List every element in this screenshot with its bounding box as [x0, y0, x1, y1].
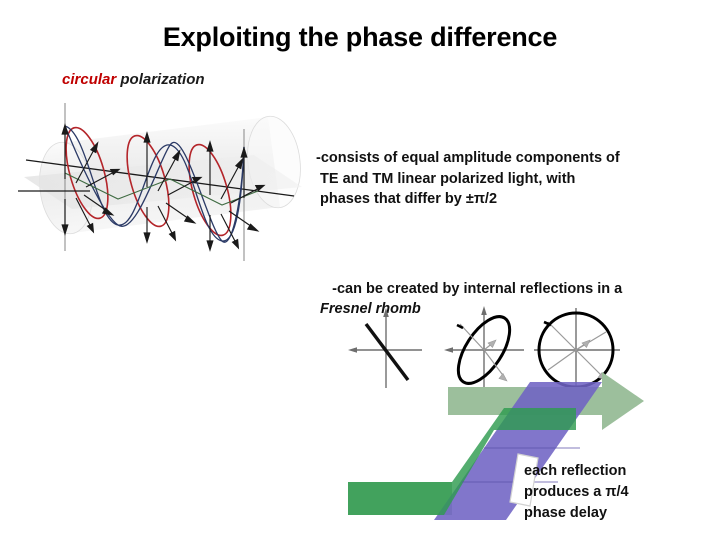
state-elliptical [444, 306, 524, 390]
internal-beam-path [348, 408, 576, 515]
reflection-caption: each reflection produces a π/4 phase del… [524, 463, 629, 522]
helix-svg [18, 103, 302, 261]
tag-svg [509, 453, 539, 507]
propagation-axis [25, 159, 295, 197]
state-linear [348, 308, 422, 388]
callout-tag-shape [505, 452, 545, 515]
fresnel-rhomb-figure [344, 370, 652, 540]
in-plane-trace [64, 172, 259, 206]
circular-polarization-helix-figure [18, 103, 308, 270]
subtitle-emphasis: circular [62, 71, 117, 88]
polarization-rings [65, 126, 232, 237]
subtitle: circular polarization [62, 71, 205, 88]
bullet-consists: -consists of equal amplitude components … [316, 150, 620, 208]
rhomb-svg [348, 372, 644, 520]
subtitle-rest: polarization [116, 71, 205, 88]
field-vectors [18, 123, 266, 252]
reflection-facets [462, 447, 580, 483]
bullet-fresnel-lead: -can be created by internal reflections … [332, 280, 623, 297]
page-title: Exploiting the phase difference [162, 22, 558, 52]
